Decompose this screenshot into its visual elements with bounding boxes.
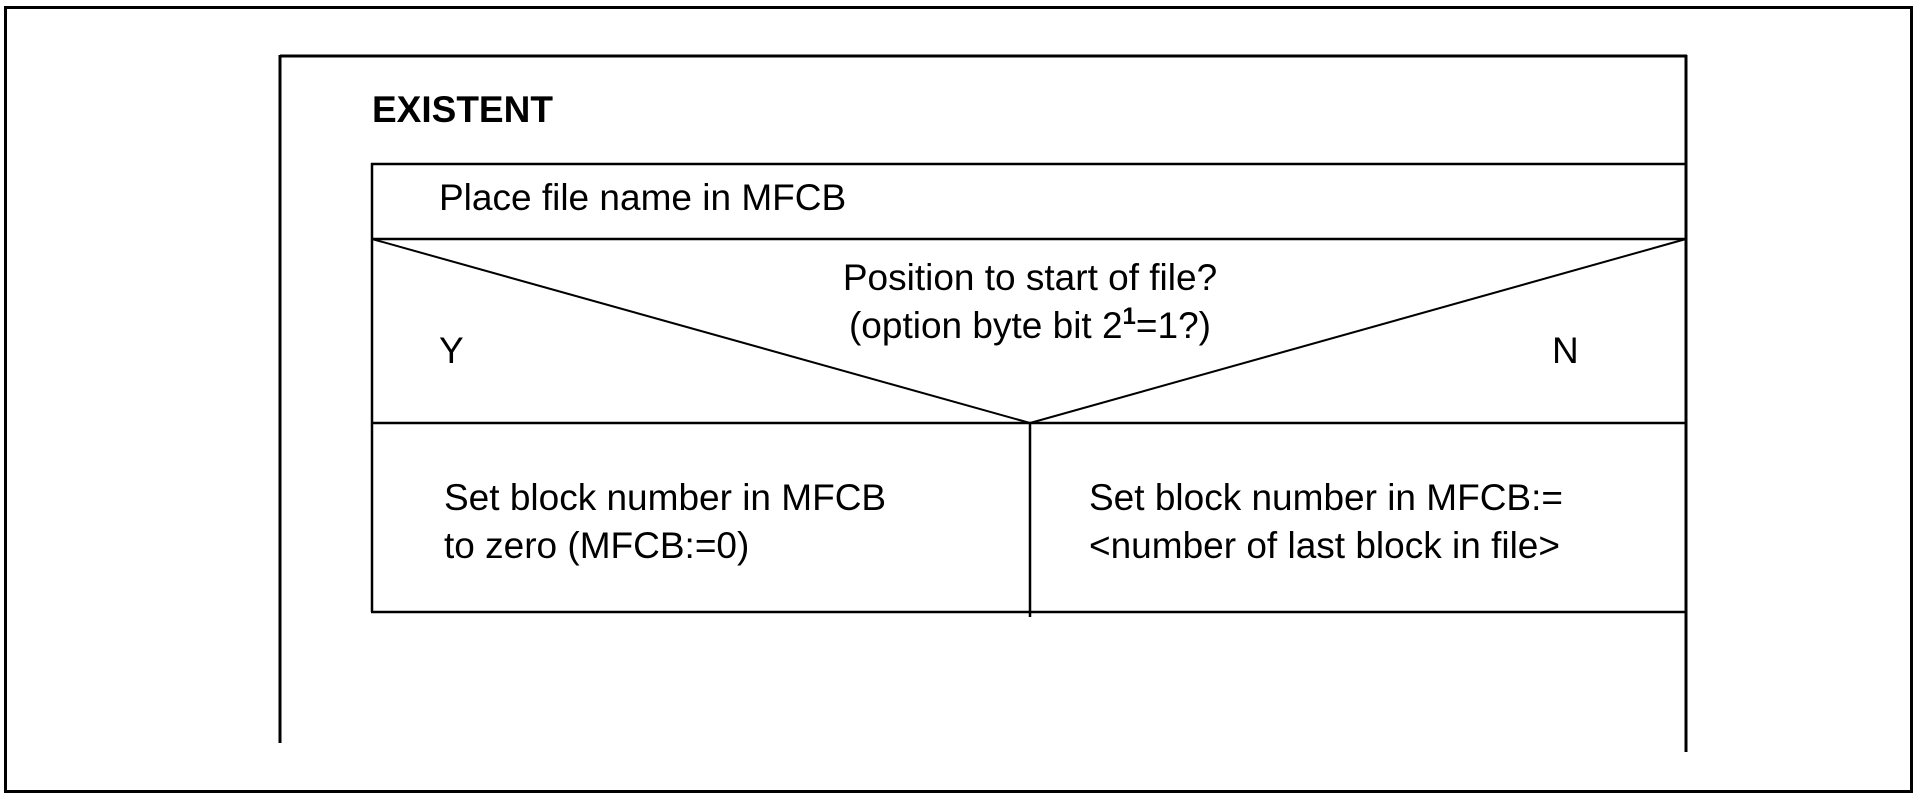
decision-diagonal-left <box>371 238 1031 424</box>
decision-line-2-suffix: =1?) <box>1135 305 1211 346</box>
decision-no-label: N <box>1552 330 1579 371</box>
decision-line-1: Position to start of file? <box>842 257 1218 298</box>
branch-no-line-1: Set block number in MFCB:= <box>1089 477 1563 518</box>
branch-yes-line-2: to zero (MFCB:=0) <box>444 525 750 566</box>
branch-yes-action: Set block number in MFCB to zero (MFCB:=… <box>444 474 886 570</box>
decision-yes-label: Y <box>439 330 464 371</box>
process-place-file-name: Place file name in MFCB <box>439 177 847 218</box>
outer-frame <box>4 6 1913 793</box>
branch-yes-line-1: Set block number in MFCB <box>444 477 887 518</box>
decision-line-2-exponent: 1 <box>1122 303 1136 330</box>
decision-diagonal-right <box>1029 238 1687 424</box>
branch-no-line-2: <number of last block in file> <box>1089 525 1560 566</box>
decision-question: Position to start of file? (option byte … <box>780 254 1280 350</box>
diagram-title: EXISTENT <box>372 89 553 130</box>
decision-line-2: (option byte bit 21=1?) <box>780 302 1280 350</box>
branch-no-action: Set block number in MFCB:= <number of la… <box>1089 474 1563 570</box>
decision-line-2-prefix: (option byte bit 2 <box>848 305 1123 346</box>
